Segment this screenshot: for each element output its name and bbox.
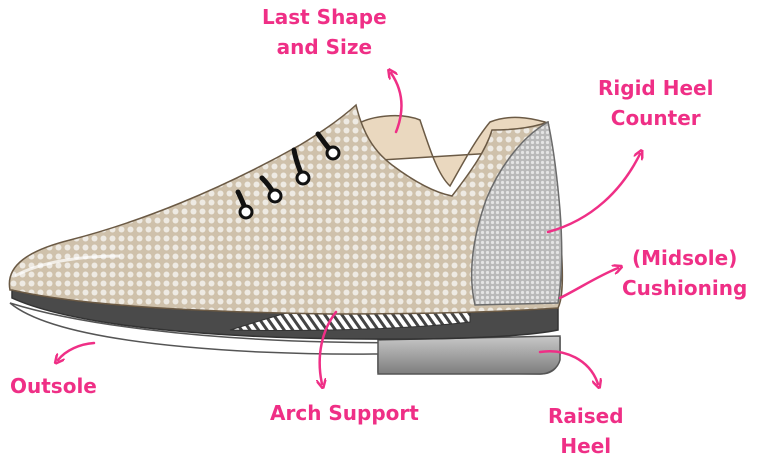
last-shape-arrow [391,73,403,134]
toe-cap-line [14,254,121,278]
label-raised-heel: Raised Heel [548,404,624,458]
arch-support-arrow [320,310,338,384]
label-last-shape-and-size: Last Shape and Size [262,5,387,59]
label-rigid-heel-counter: Rigid Heel Counter [598,76,714,130]
rigid-heel-arrow [546,154,640,234]
midsole-arrow [558,268,618,300]
outsole-arrow [58,341,96,360]
heel-counter-shape [470,120,563,306]
label-outsole: Outsole [10,374,97,398]
raised-heel-arrow [538,350,598,384]
label-arch-support: Arch Support [270,401,419,425]
upper-shape [8,103,564,315]
eyelets [238,145,341,220]
raised-heel-shape [377,335,561,375]
label-midsole-cushioning: (Midsole) Cushioning [622,246,748,300]
